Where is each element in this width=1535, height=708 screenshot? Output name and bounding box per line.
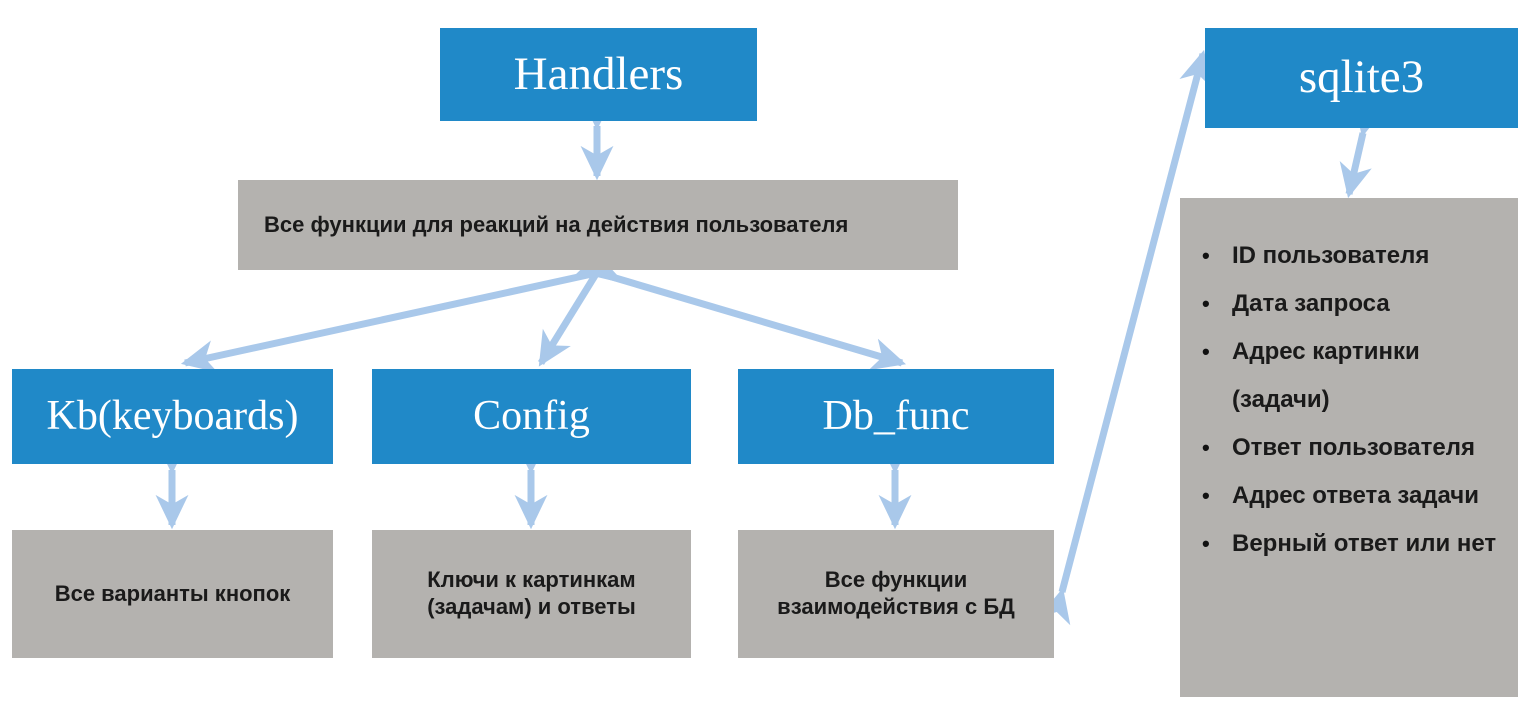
connector-sqlite3-fields <box>1339 99 1386 199</box>
description-handlers: Все функции для реакций на действия поль… <box>238 180 958 270</box>
list-item: Адрес ответа задачи <box>1202 472 1508 520</box>
module-handlers[interactable]: Handlers <box>440 28 757 121</box>
module-keyboards[interactable]: Kb(keyboards) <box>12 369 333 464</box>
description-config: Ключи к картинкам (задачам) и ответы <box>372 530 691 658</box>
list-item: Адрес картинки (задачи) <box>1202 328 1508 424</box>
module-config[interactable]: Config <box>372 369 691 464</box>
list-item: ID пользователя <box>1202 232 1508 280</box>
list-item: Верный ответ или нет <box>1202 520 1508 568</box>
module-db-func[interactable]: Db_func <box>738 369 1054 464</box>
description-config-line1: Ключи к картинкам <box>427 567 636 593</box>
description-db-func-line1: Все функции <box>824 567 968 593</box>
module-sqlite3[interactable]: sqlite3 <box>1205 28 1518 128</box>
connector-desc-config <box>538 239 626 367</box>
connector-desc-dbfunc <box>568 249 907 371</box>
db-fields-list: ID пользователя Дата запроса Адрес карти… <box>1180 198 1518 568</box>
description-keyboards: Все варианты кнопок <box>12 530 333 658</box>
list-item: Ответ пользователя <box>1202 424 1508 472</box>
connector-desc-keyboards <box>180 251 625 373</box>
description-db-func-line2: взаимодействия с БД <box>777 594 1015 619</box>
list-item: Дата запроса <box>1202 280 1508 328</box>
db-fields-panel: ID пользователя Дата запроса Адрес карти… <box>1180 198 1518 697</box>
description-config-line2: (задачам) и ответы <box>427 594 636 619</box>
description-db-func: Все функции взаимодействия с БД <box>738 530 1054 658</box>
